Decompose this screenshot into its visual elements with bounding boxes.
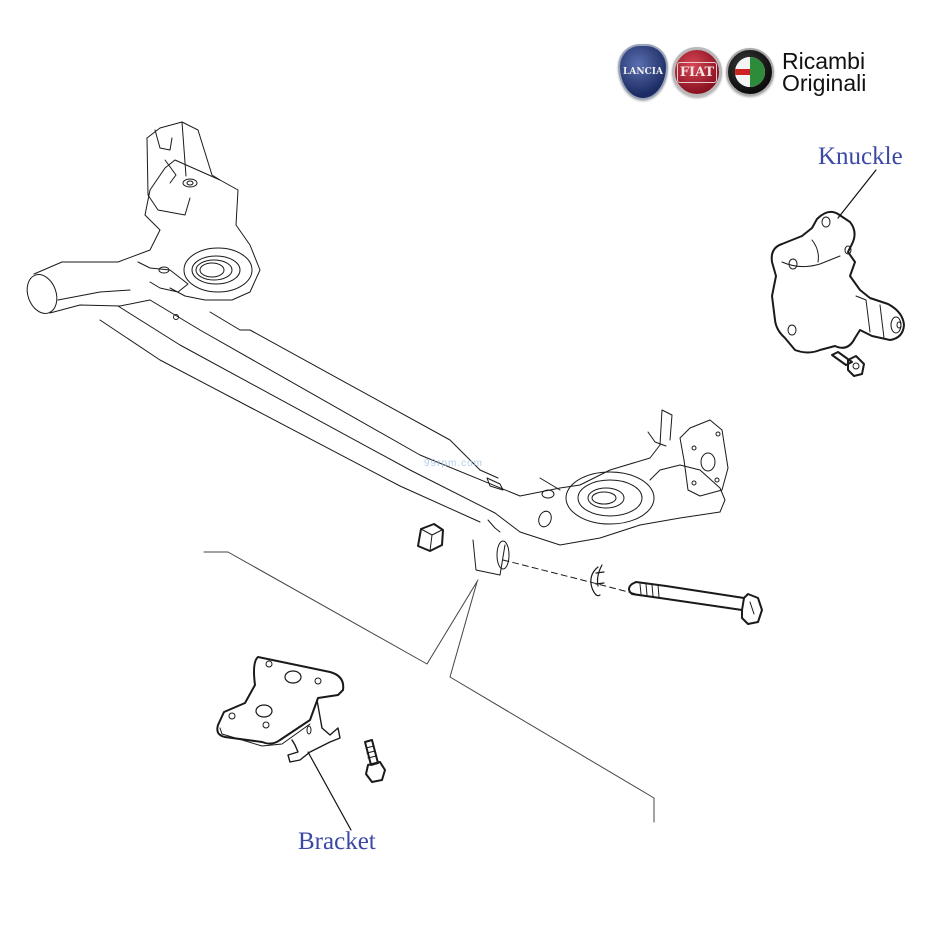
bracket-bolt (364, 739, 386, 783)
brand-text: Ricambi Originali (782, 48, 867, 96)
rear-axle-beam (26, 121, 729, 576)
nut (417, 523, 444, 552)
brand-line-1: Ricambi (782, 48, 866, 74)
lancia-logo-icon: LANCIA (618, 44, 668, 100)
knuckle-label: Knuckle (818, 143, 903, 170)
brand-line-2: Originali (782, 70, 867, 96)
washer-clip (590, 564, 605, 597)
pivot-bolt (628, 581, 763, 625)
watermark: 99rpm.com (424, 458, 484, 469)
knuckle-bolt (831, 351, 865, 377)
brand-header: LANCIA FIAT Ricambi Originali (618, 42, 866, 102)
knuckle (770, 210, 905, 354)
center-line (502, 559, 641, 596)
leader-lines (203, 169, 877, 831)
bracket-label: Bracket (298, 828, 376, 855)
bracket (216, 656, 345, 763)
alfa-romeo-logo-icon (726, 48, 774, 96)
fiat-logo-icon: FIAT (672, 47, 722, 97)
